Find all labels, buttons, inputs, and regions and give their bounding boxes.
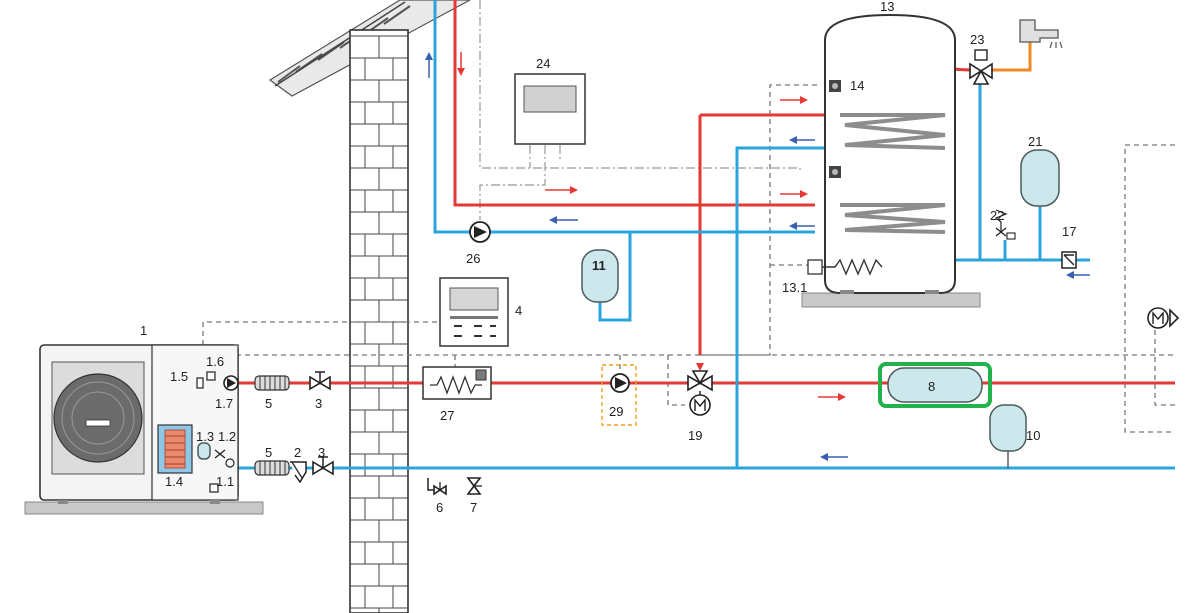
circulation-pump-26-icon — [469, 221, 491, 243]
thermostatic-mixing-valve-icon — [969, 49, 993, 85]
label-4: 4 — [515, 303, 522, 318]
label-1-5: 1.5 — [170, 369, 188, 384]
label-1-1: 1.1 — [216, 474, 234, 489]
shutoff-valve-lower — [312, 456, 334, 476]
air-vent-1-6 — [206, 371, 216, 381]
outdoor-unit-base — [24, 501, 264, 515]
safety-valve-1-2 — [214, 449, 226, 459]
label-3-upper: 3 — [315, 396, 322, 411]
label-1-6: 1.6 — [206, 354, 224, 369]
label-5-upper: 5 — [265, 396, 272, 411]
label-1-2: 1.2 — [218, 429, 236, 444]
label-6: 6 — [436, 500, 443, 515]
system-controller-icon — [514, 73, 586, 145]
label-21: 21 — [1028, 134, 1042, 149]
label-3-lower: 3 — [318, 445, 325, 460]
drain-valve-1-1 — [209, 483, 219, 493]
immersion-heater-connector — [807, 259, 823, 275]
flexible-hose-upper — [254, 375, 290, 391]
expansion-vessel-10-icon — [989, 404, 1027, 452]
dhw-storage-tank — [807, 13, 956, 294]
dhw-outlet-pipe — [988, 38, 1032, 72]
flow-arrows — [425, 52, 1090, 461]
air-vent-7-icon — [466, 477, 482, 495]
label-2: 2 — [294, 445, 301, 460]
flexible-hose-lower — [254, 460, 290, 476]
label-1-4: 1.4 — [165, 474, 183, 489]
zone-valve-motor-icon — [1147, 307, 1180, 329]
room-controller-icon — [439, 277, 509, 347]
pressure-gauge-icon — [225, 458, 235, 468]
label-13: 13 — [880, 0, 894, 14]
tank-base — [801, 292, 981, 308]
circulation-pump-29-icon — [610, 373, 630, 393]
label-11: 11 — [592, 258, 606, 273]
label-13-1: 13.1 — [782, 280, 807, 295]
label-17: 17 — [1062, 224, 1076, 239]
safety-valve-22-icon — [994, 209, 1016, 240]
buffer-tank — [887, 367, 983, 403]
expansion-vessel-11-icon — [581, 249, 619, 303]
label-19: 19 — [688, 428, 702, 443]
label-1-3: 1.3 — [196, 429, 214, 444]
label-22: 22 — [990, 208, 1004, 223]
label-1: 1 — [140, 323, 147, 338]
label-7: 7 — [470, 500, 477, 515]
strainer — [290, 461, 307, 484]
label-23: 23 — [970, 32, 984, 47]
flow-switch-1-5 — [196, 377, 204, 389]
faucet-icon — [1019, 19, 1063, 49]
three-way-valve-19-icon — [687, 363, 713, 416]
label-5-lower: 5 — [265, 445, 272, 460]
outdoor-heat-pump-unit — [39, 344, 239, 504]
backup-electric-heater — [422, 366, 492, 400]
buffer-tank-highlight — [878, 362, 992, 408]
label-29: 29 — [609, 404, 623, 419]
optional-pump-frame — [601, 364, 637, 426]
immersion-heater — [822, 258, 883, 276]
internal-expansion-vessel-1-3 — [197, 442, 211, 460]
drain-valve-6-icon — [427, 478, 447, 496]
label-27: 27 — [440, 408, 454, 423]
check-valve-icon — [1061, 251, 1077, 269]
shutoff-valve-upper — [309, 371, 331, 391]
plate-heat-exchanger — [157, 424, 193, 474]
label-1-7: 1.7 — [215, 396, 233, 411]
label-24: 24 — [536, 56, 550, 71]
label-8: 8 — [928, 379, 935, 394]
label-10: 10 — [1026, 428, 1040, 443]
fan-icon — [53, 373, 143, 463]
expansion-vessel-21-icon — [1020, 149, 1060, 207]
label-14: 14 — [850, 78, 864, 93]
label-26: 26 — [466, 251, 480, 266]
cold-water-pipes — [200, 0, 1175, 470]
